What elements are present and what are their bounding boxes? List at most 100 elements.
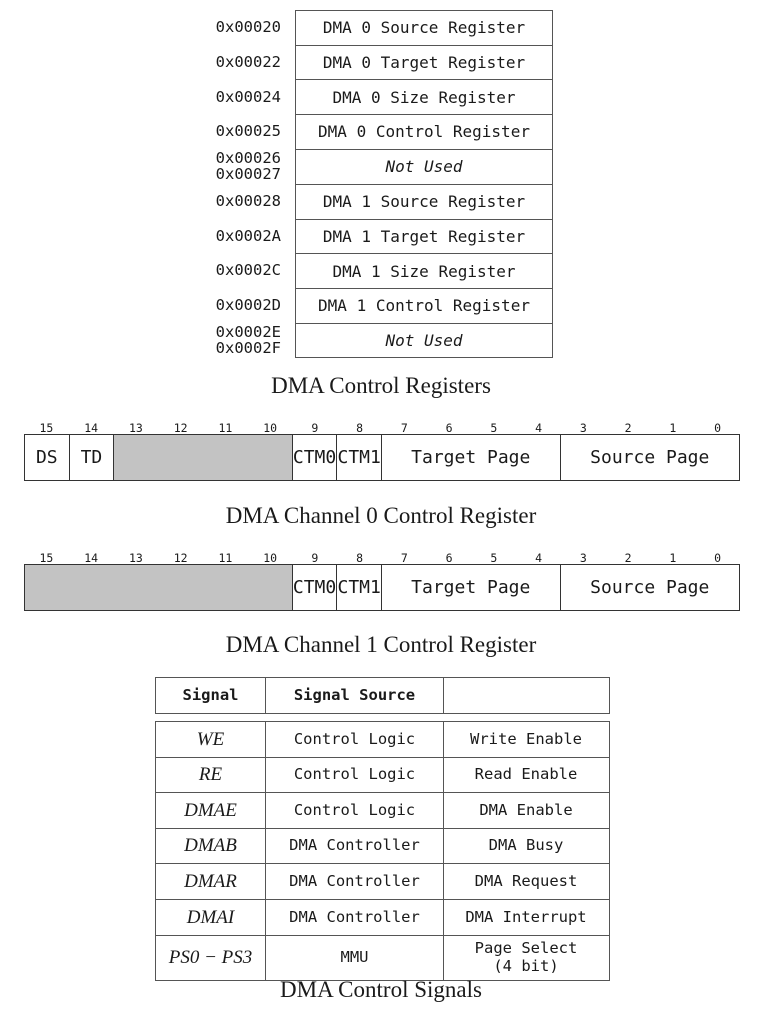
- bit-number-2: 2: [624, 420, 632, 435]
- bitfield-label: CTM1: [337, 447, 381, 468]
- memory-address-label: 0x0002A: [0, 219, 295, 254]
- bit-number-0: 0: [714, 550, 722, 565]
- signal-source: DMA Controller: [266, 828, 444, 864]
- reserved-bits-ch1: [25, 565, 293, 610]
- signal-name: PS0 − PS3: [156, 935, 266, 980]
- bit-number-9: 9: [311, 550, 319, 565]
- bit-number-0: 0: [714, 420, 722, 435]
- bit-number-12: 12: [173, 550, 188, 565]
- bit-number-12: 12: [173, 420, 188, 435]
- register-name-cell: DMA 1 Source Register: [295, 183, 553, 219]
- register-name-cell: DMA 0 Size Register: [295, 79, 553, 115]
- address-value: 0x00027: [215, 165, 281, 184]
- signal-source: Control Logic: [266, 757, 444, 793]
- address-value: 0x0002E: [215, 322, 281, 341]
- bit-number-14: 14: [84, 550, 99, 565]
- reserved-bits-ch0: [114, 435, 293, 480]
- memory-address-label: 0x00022: [0, 45, 295, 80]
- bitfield-source-page-ch0: Source Page: [561, 435, 740, 480]
- memory-map-caption: DMA Control Registers: [271, 373, 491, 398]
- address-value: 0x0002D: [215, 296, 281, 315]
- bitfield-label: DS: [35, 447, 58, 468]
- bitfield-td-ch0: TD: [70, 435, 115, 480]
- signal-description-line1: Page Select: [474, 939, 578, 958]
- signal-name: WE: [156, 722, 266, 757]
- address-value: 0x0002C: [215, 261, 281, 280]
- register-name-cell: DMA 0 Control Register: [295, 114, 553, 149]
- bitfield-label: Target Page: [411, 447, 531, 468]
- memory-map-row: 0x00024 DMA 0 Size Register: [0, 79, 762, 115]
- memory-address-label: 0x0002C: [0, 253, 295, 288]
- bit-number-11: 11: [218, 420, 233, 435]
- address-value: 0x00022: [215, 52, 281, 71]
- address-value: 0x0002A: [215, 226, 281, 245]
- bit-number-7: 7: [400, 550, 408, 565]
- bit-number-6: 6: [445, 550, 453, 565]
- bit-number-8: 8: [356, 550, 364, 565]
- signal-description: Write Enable: [470, 729, 582, 748]
- bitfield-target-page-ch0: Target Page: [382, 435, 561, 480]
- bit-number-1: 1: [669, 550, 677, 565]
- signals-column-header: Signal Source: [266, 678, 444, 713]
- bit-number-8: 8: [356, 420, 364, 435]
- signal-description: DMA Request: [474, 871, 578, 890]
- signals-caption: DMA Control Signals: [280, 977, 482, 1002]
- address-value: 0x00024: [215, 87, 281, 106]
- bit-number-4: 4: [535, 420, 543, 435]
- signal-description-line2: (4 bit): [493, 956, 559, 975]
- register-name-cell: DMA 1 Target Register: [295, 218, 553, 254]
- bit-number-14: 14: [84, 420, 99, 435]
- memory-address-label: 0x00020: [0, 10, 295, 45]
- bitfield-target-page-ch1: Target Page: [382, 565, 561, 610]
- address-value: 0x00020: [215, 18, 281, 37]
- signal-name: DMAB: [156, 828, 266, 864]
- signal-description: Read Enable: [474, 765, 578, 784]
- signal-description: Page Select(4 bit): [444, 936, 608, 980]
- register-name-cell: DMA 1 Size Register: [295, 253, 553, 288]
- bitfield-label: Source Page: [590, 447, 710, 468]
- signal-description: DMA Enable: [479, 800, 573, 819]
- signal-name: DMAR: [156, 864, 266, 899]
- bit-number-10: 10: [263, 550, 278, 565]
- address-value: 0x00028: [215, 192, 281, 211]
- memory-address-label: 0x00028: [0, 184, 295, 219]
- bitfield-label: CTM1: [337, 577, 381, 598]
- signal-name: RE: [156, 757, 266, 793]
- bitfield-ctm1-ch1: CTM1: [337, 565, 382, 610]
- signal-name: DMAI: [156, 899, 266, 935]
- signal-source: MMU: [266, 935, 444, 980]
- bit-number-13: 13: [128, 550, 143, 565]
- channel1-caption: DMA Channel 1 Control Register: [225, 632, 537, 657]
- bitfield-label: CTM0: [292, 577, 337, 598]
- bit-number-5: 5: [490, 420, 498, 435]
- bitfield-source-page-ch1: Source Page: [561, 565, 740, 610]
- bit-number-5: 5: [490, 550, 498, 565]
- bit-number-15: 15: [39, 550, 54, 565]
- signal-description: DMA Interrupt: [465, 907, 587, 926]
- bit-number-1: 1: [669, 420, 677, 435]
- bit-number-6: 6: [445, 420, 453, 435]
- bitfield-ctm0-ch1: CTM0: [293, 565, 338, 610]
- bitfield-ctm1-ch0: CTM1: [337, 435, 382, 480]
- signal-source: DMA Controller: [266, 899, 444, 935]
